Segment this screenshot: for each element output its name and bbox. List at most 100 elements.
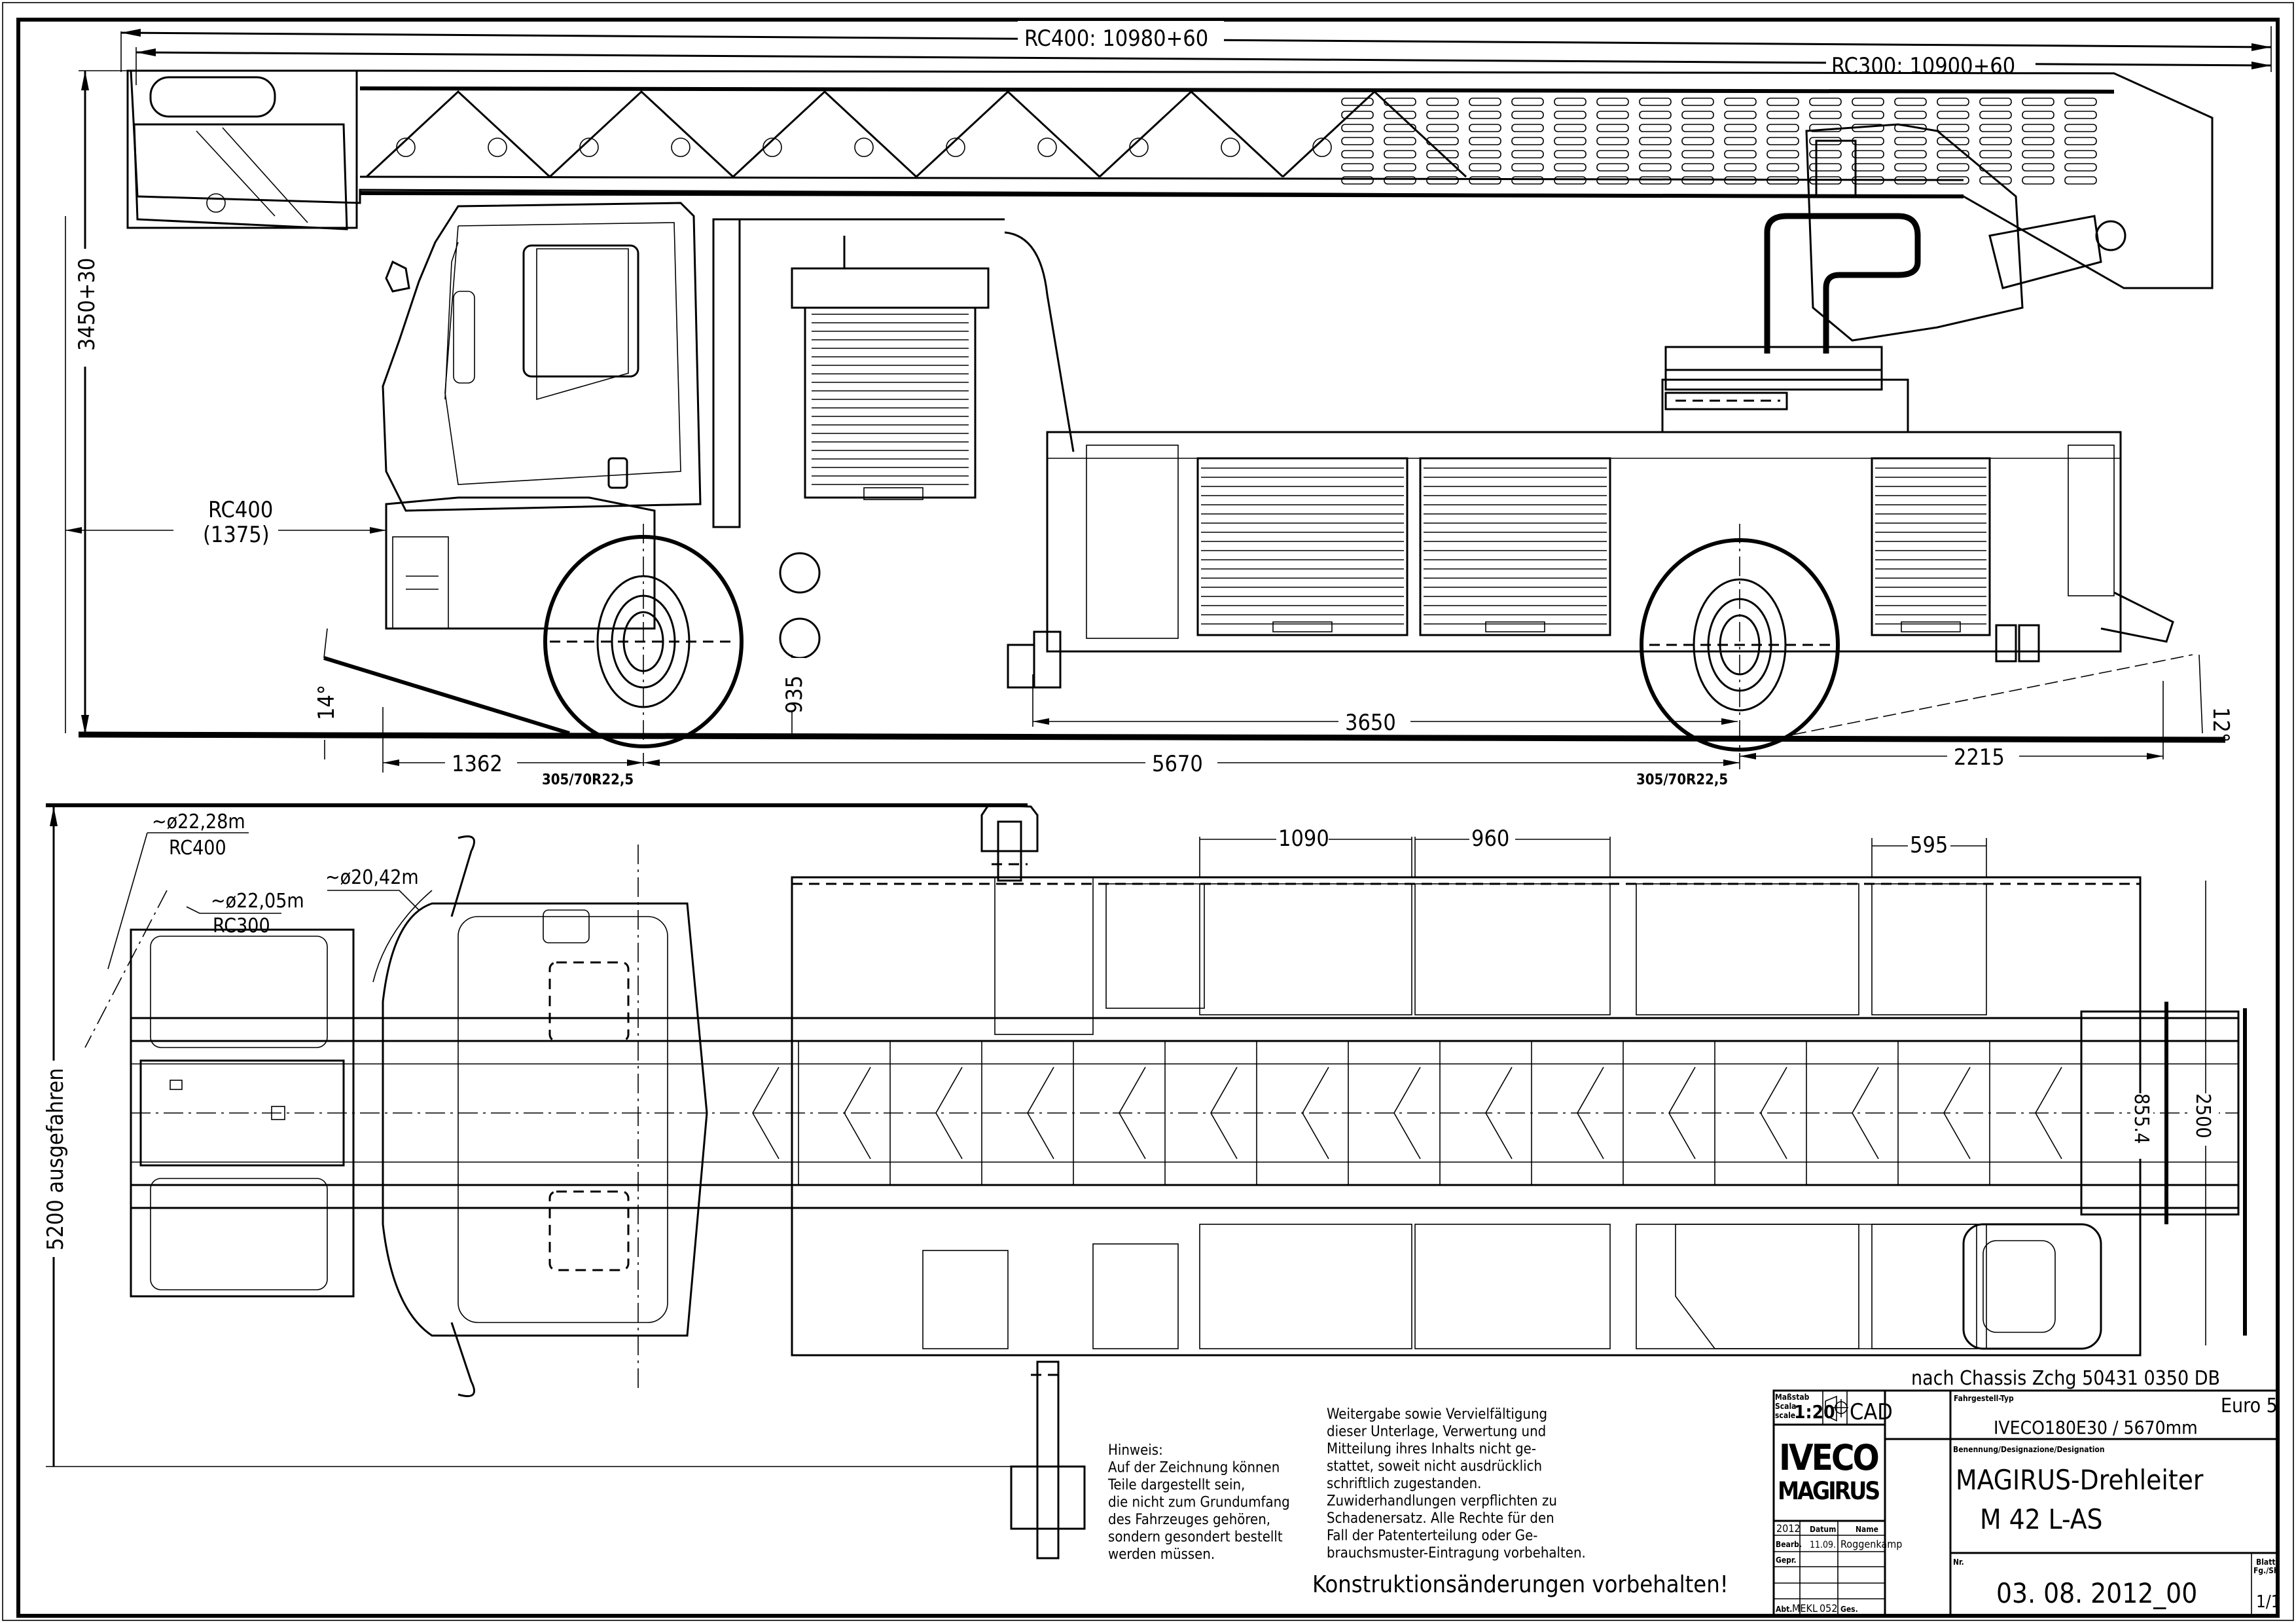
name-header: Name	[1856, 1525, 1878, 1534]
vent-slot	[2022, 98, 2054, 106]
ladder-rung	[1760, 1067, 1787, 1159]
top-rescue-basket	[130, 928, 355, 1298]
vent-slot	[1511, 124, 1544, 132]
ladder-rung	[935, 1067, 963, 1159]
vent-slot	[1724, 111, 1757, 119]
title-block: nach Chassis Zchg 50431 0350 DB Maßstab …	[1772, 1367, 2281, 1617]
vent-slot	[1639, 98, 1672, 106]
vent-slot	[1724, 98, 1757, 106]
vent-slot	[1341, 176, 1374, 185]
vent-slot	[1554, 163, 1587, 172]
ladder-rung	[1119, 1067, 1146, 1159]
dim-rear-overhang-label: 2215	[1954, 744, 2005, 771]
vent-slot	[1554, 98, 1587, 106]
dim-rear-body-label: 3650	[1345, 710, 1396, 736]
vent-slot	[1809, 163, 1842, 172]
vent-slot	[1596, 176, 1629, 185]
dim-overall-rc400-label: RC400: 10980+60	[1024, 26, 1208, 52]
note-line: werden müssen.	[1108, 1546, 1215, 1563]
vent-slot	[1341, 124, 1374, 132]
vent-slot	[1639, 124, 1672, 132]
vent-slot	[1341, 111, 1374, 119]
vent-slot	[1639, 137, 1672, 145]
note-line: Zuwiderhandlungen verpflichten zu	[1327, 1493, 1557, 1510]
top-body-outline	[791, 876, 2142, 1357]
vent-slot	[2022, 137, 2054, 145]
sheet-number: 1/1	[2256, 1592, 2281, 1612]
vent-slot	[2022, 163, 2054, 172]
vent-slot	[1681, 176, 1714, 185]
vent-slot	[1894, 124, 1927, 132]
door-handle	[1272, 621, 1333, 632]
vent-slot	[1681, 111, 1714, 119]
vent-slot	[2064, 163, 2097, 172]
vent-slot	[1511, 176, 1544, 185]
ladder-rung	[1577, 1067, 1604, 1159]
scale-label-en: scale	[1775, 1411, 1795, 1420]
ladder-rung	[752, 1067, 780, 1159]
ladder-rung	[1027, 1067, 1054, 1159]
vent-slot	[1767, 163, 1799, 172]
vent-slot	[1894, 98, 1927, 106]
vent-slot	[1937, 163, 1969, 172]
dim-body-width-label: 2500	[2191, 1093, 2214, 1139]
note-line: Auf der Zeichnung können	[1108, 1460, 1280, 1476]
vent-slot	[1937, 98, 1969, 106]
vent-slot	[1511, 137, 1544, 145]
drawing-number: 03. 08. 2012_00	[1996, 1577, 2197, 1609]
dept-value: MEKL	[1792, 1602, 1818, 1614]
vent-slot	[1681, 163, 1714, 172]
vent-slot	[1341, 150, 1374, 158]
vent-slot	[1639, 176, 1672, 185]
dim-height-label: 3450+30	[74, 258, 100, 351]
vent-slot	[1767, 124, 1799, 132]
top-compartment-lower	[1636, 1224, 1859, 1349]
vent-slot	[1554, 137, 1587, 145]
ladder-rung	[1485, 1067, 1513, 1159]
vent-slot	[1937, 124, 1969, 132]
truss-pulley	[488, 137, 507, 157]
ladder-rung	[1852, 1067, 1879, 1159]
vent-slot	[1639, 163, 1672, 172]
top-compartment-lower	[1199, 1224, 1412, 1349]
vent-slot	[1894, 176, 1927, 185]
vent-slot	[1809, 176, 1842, 185]
ladder-truss	[365, 90, 1467, 178]
truss-pulley	[854, 137, 874, 157]
top-compartment-upper	[1199, 883, 1412, 1015]
truck-cab	[382, 202, 702, 630]
vent-slot	[1767, 176, 1799, 185]
note-line: Schadenersatz. Alle Rechte für den	[1327, 1510, 1554, 1527]
vent-slot	[1511, 150, 1544, 158]
vent-slot	[2064, 176, 2097, 185]
vent-slot	[1384, 163, 1416, 172]
vent-slot	[1469, 150, 1501, 158]
vent-slot	[1639, 111, 1672, 119]
vent-slot	[1426, 163, 1459, 172]
roller-doors-body	[1196, 457, 1991, 636]
row-bearb-date: 11.09.	[1810, 1540, 1836, 1550]
vent-slot	[1596, 137, 1629, 145]
radius-rc300-label: RC300	[213, 915, 270, 938]
vent-slot	[2064, 124, 2097, 132]
vent-slot	[1341, 163, 1374, 172]
vent-slot	[1384, 176, 1416, 185]
front-wheel	[543, 524, 744, 766]
note-line: Teile dargestellt sein,	[1107, 1477, 1245, 1493]
ladder-boom	[126, 69, 2214, 410]
dept-label: Abt.	[1776, 1605, 1792, 1614]
designation-line1: MAGIRUS-Drehleiter	[1956, 1464, 2204, 1496]
dim-overall-rc300-label: RC300: 10900+60	[1831, 53, 2015, 79]
dim-width-extended: 5200 ausgefahren	[39, 803, 1028, 1467]
radius-rc400-value: ~ø22,28m	[152, 811, 245, 833]
radius-rc300-value: ~ø22,05m	[211, 890, 304, 913]
note-line: sondern gesondert bestellt	[1108, 1529, 1283, 1546]
truss-pulley	[671, 137, 691, 157]
front-tire-size: 305/70R22,5	[542, 772, 634, 788]
note-line: stattet, soweit nicht ausdrücklich	[1327, 1459, 1542, 1475]
vent-slot	[1724, 163, 1757, 172]
ges-label: Ges.	[1840, 1605, 1858, 1614]
vent-slot	[1469, 111, 1501, 119]
vent-slot	[1681, 137, 1714, 145]
notes-copyright: Weitergabe sowie Vervielfältigungdieser …	[1327, 1406, 1586, 1561]
